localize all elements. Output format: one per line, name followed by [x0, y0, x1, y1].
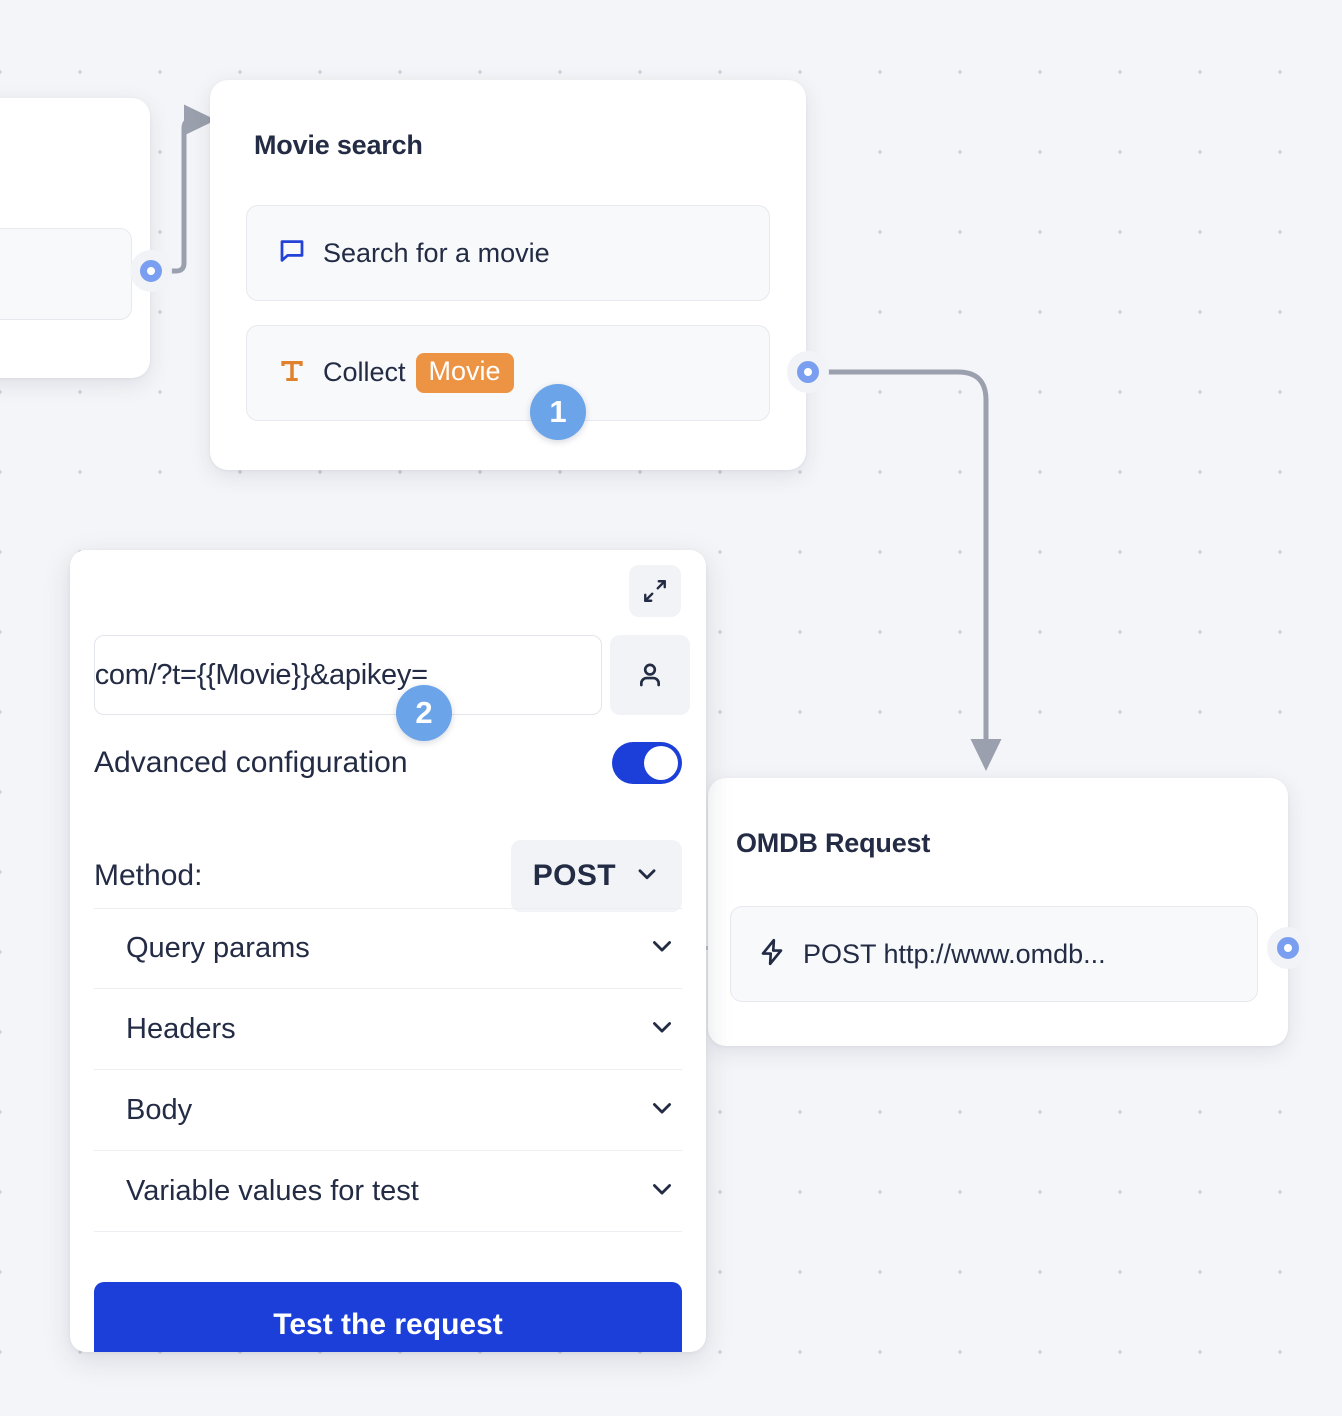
page-title-omdb-request: OMDB Request [736, 828, 931, 858]
accordion-label: Headers [126, 1012, 236, 1045]
variable-tag-movie[interactable]: Movie [415, 353, 514, 393]
method-row: Method: POST [94, 840, 682, 912]
chevron-down-icon[interactable] [648, 1013, 676, 1046]
expand-diagonal-icon[interactable] [629, 565, 681, 617]
node-row-label: POST http://www.omdb... [803, 938, 1106, 969]
url-input-group[interactable]: pi.com/?t={{Movie}}&apikey= [94, 635, 690, 715]
node-row-label: Search for a movie [323, 237, 550, 268]
accordion-query-params[interactable]: Query params [94, 908, 682, 989]
partial-node-row[interactable] [0, 228, 132, 320]
method-select[interactable]: POST [510, 840, 682, 912]
port-left-card-output[interactable] [130, 250, 172, 292]
chevron-down-icon[interactable] [648, 1175, 676, 1208]
toggle-knob [644, 746, 678, 780]
text-t-icon [277, 356, 307, 391]
advanced-configuration-toggle[interactable] [612, 742, 682, 784]
accordion-variable-values-for-test[interactable]: Variable values for test [94, 1151, 682, 1232]
accordion-label: Query params [126, 932, 310, 964]
chevron-down-icon[interactable] [648, 1094, 676, 1127]
test-the-request-button[interactable]: Test the request [94, 1282, 682, 1352]
page-title-movie-search: Movie search [254, 130, 423, 160]
step-badge-1: 1 [530, 384, 586, 440]
node-card-omdb-request[interactable]: OMDB Request POST http://www.omdb... [708, 778, 1288, 1046]
lightning-bolt-icon [757, 937, 787, 972]
url-input[interactable]: pi.com/?t={{Movie}}&apikey= [94, 635, 602, 715]
url-input-value: pi.com/?t={{Movie}}&apikey= [94, 658, 428, 691]
accordion-body[interactable]: Body [94, 1070, 682, 1151]
chevron-down-icon [634, 861, 660, 892]
node-row-post-request[interactable]: POST http://www.omdb... [730, 906, 1258, 1002]
advanced-configuration-row: Advanced configuration [94, 742, 682, 784]
port-movie-search-output[interactable] [787, 351, 829, 393]
accordion-headers[interactable]: Headers [94, 989, 682, 1070]
node-row-label: Collect Movie [323, 353, 514, 393]
accordion-list: Query params Headers Body Variable value… [94, 908, 682, 1232]
user-icon[interactable] [610, 635, 690, 715]
request-config-panel[interactable]: pi.com/?t={{Movie}}&apikey= Advanced con… [70, 550, 706, 1352]
accordion-label: Variable values for test [126, 1174, 419, 1207]
chevron-down-icon[interactable] [648, 932, 676, 965]
accordion-label: Body [126, 1093, 193, 1126]
message-bubble-icon [277, 236, 307, 271]
node-card-movie-search[interactable]: Movie search Search for a movie Collect [210, 80, 806, 470]
method-selected-value: POST [532, 859, 616, 892]
method-label: Method: [94, 859, 203, 892]
node-row-collect-movie[interactable]: Collect Movie [246, 325, 770, 421]
port-omdb-request-output[interactable] [1267, 927, 1309, 969]
partial-node-card[interactable] [0, 98, 150, 378]
step-badge-2: 2 [396, 685, 452, 741]
node-row-search-for-a-movie[interactable]: Search for a movie [246, 205, 770, 301]
collect-label: Collect [323, 357, 406, 388]
advanced-configuration-label: Advanced configuration [94, 746, 408, 779]
